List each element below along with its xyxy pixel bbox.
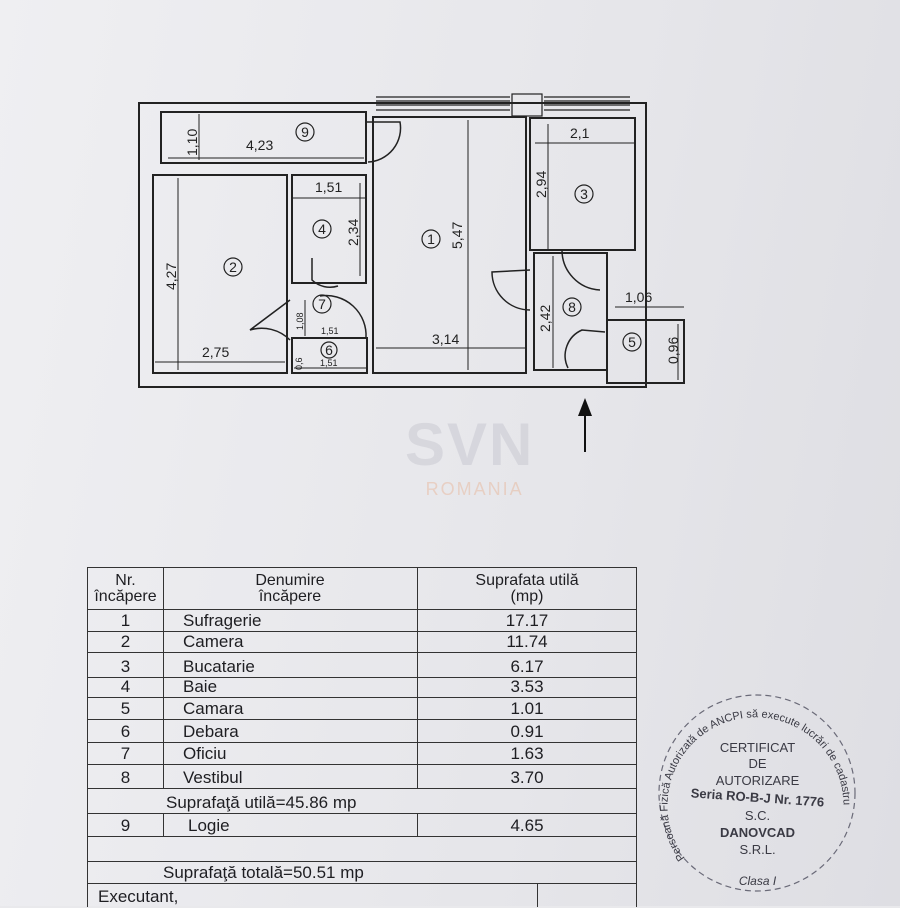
room-name: Debara <box>183 722 239 741</box>
dim-8-height: 2,42 <box>537 305 553 332</box>
room-area: 11.74 <box>506 632 548 651</box>
room-nr: 1 <box>120 611 131 630</box>
room-name: Camara <box>183 699 244 718</box>
room-name: Camera <box>183 632 244 651</box>
table-row-logie: 9 Logie 4.65 <box>88 814 637 837</box>
executant-row: Executant, <box>88 884 637 907</box>
room-nr: 3 <box>120 657 131 676</box>
room-4-outline <box>291 174 367 284</box>
room-2-outline <box>152 174 288 374</box>
table-row: 4 Baie 3.53 <box>88 677 637 698</box>
room-5-outline <box>606 319 685 384</box>
dim-7-height: 1,08 <box>295 312 305 330</box>
room-number-6: 6 <box>325 342 333 358</box>
room-name: Sufragerie <box>183 611 262 630</box>
room-name: Vestibul <box>183 768 243 787</box>
entrance-arrow-icon <box>578 398 592 452</box>
watermark: SVN ROMANIA <box>405 411 535 499</box>
room-area: 17.17 <box>505 611 549 630</box>
empty-row <box>88 837 637 862</box>
room-9-outline <box>160 111 367 164</box>
room-area: 3.53 <box>510 677 544 696</box>
dim-4-height: 2,34 <box>345 219 361 246</box>
table-row: 6 Debara 0.91 <box>88 720 637 743</box>
floor-plan: 1 2 3 4 5 6 7 8 9 5,47 3,14 4,27 2,75 2,… <box>138 93 685 452</box>
dim-6-height: 0,6 <box>294 357 304 370</box>
room-area: 1.01 <box>510 699 544 718</box>
dim-2-width: 2,75 <box>202 344 229 360</box>
room-name: Oficiu <box>183 744 227 763</box>
room-nr: 7 <box>120 744 131 763</box>
authorization-stamp: Persoană Fizică Autorizată de ANCPI să e… <box>655 688 860 898</box>
room-name: Baie <box>183 677 218 696</box>
room-1-outline <box>372 116 527 374</box>
table-row: 5 Camara 1.01 <box>88 698 637 720</box>
dim-1-width: 3,14 <box>432 331 459 347</box>
room-nr: 8 <box>120 768 131 787</box>
room-8-outline <box>533 252 608 371</box>
room-number-1: 1 <box>427 231 435 247</box>
dim-9-width: 4,23 <box>246 137 273 153</box>
table-row: 2 Camera 11.74 <box>88 632 637 653</box>
dim-9-height: 1,10 <box>184 129 200 156</box>
dim-6-width: 1,51 <box>320 358 338 368</box>
room-number-7: 7 <box>318 296 326 312</box>
table-row: 3 Bucatarie 6.17 <box>88 653 637 678</box>
room-area: 6.17 <box>510 657 544 676</box>
room-area: 3.70 <box>510 768 544 787</box>
outer-wall <box>138 102 647 388</box>
dim-4-width: 1,51 <box>315 179 342 195</box>
room-6-outline <box>291 337 368 374</box>
room-area: 1.63 <box>510 744 544 763</box>
room-nr: 5 <box>120 699 131 718</box>
dim-5-width: 1,06 <box>625 289 652 305</box>
room-number-4: 4 <box>318 221 326 237</box>
dim-3-width: 2,1 <box>570 125 590 141</box>
room-nr: 6 <box>120 722 131 741</box>
subtotal-row: Suprafaţă utilă=45.86 mp <box>88 789 637 814</box>
room-name: Bucatarie <box>183 657 255 676</box>
table-row: 1 Sufragerie 17.17 <box>88 610 637 632</box>
dimension-lines <box>155 114 684 380</box>
room-number-2: 2 <box>229 259 237 275</box>
total-row: Suprafaţă totală=50.51 mp <box>88 862 637 884</box>
room-3-outline <box>529 117 636 251</box>
room-area: 0.91 <box>510 722 544 741</box>
room-nr: 4 <box>120 677 131 696</box>
dim-2-height: 4,27 <box>163 263 179 290</box>
table-row: 8 Vestibul 3.70 <box>88 765 637 789</box>
table-row: 7 Oficiu 1.63 <box>88 743 637 765</box>
doors <box>249 121 606 369</box>
room-number-9: 9 <box>301 124 309 140</box>
dim-3-height: 2,94 <box>533 171 549 198</box>
room-number-3: 3 <box>580 186 588 202</box>
dim-1-height: 5,47 <box>449 222 465 249</box>
windows <box>376 93 630 117</box>
room-number-circles <box>223 122 642 359</box>
dim-5-height: 0,96 <box>665 337 681 364</box>
room-nr: 2 <box>120 632 131 651</box>
room-number-5: 5 <box>628 334 636 350</box>
dim-7-width: 1,51 <box>321 326 339 336</box>
room-number-8: 8 <box>568 299 576 315</box>
